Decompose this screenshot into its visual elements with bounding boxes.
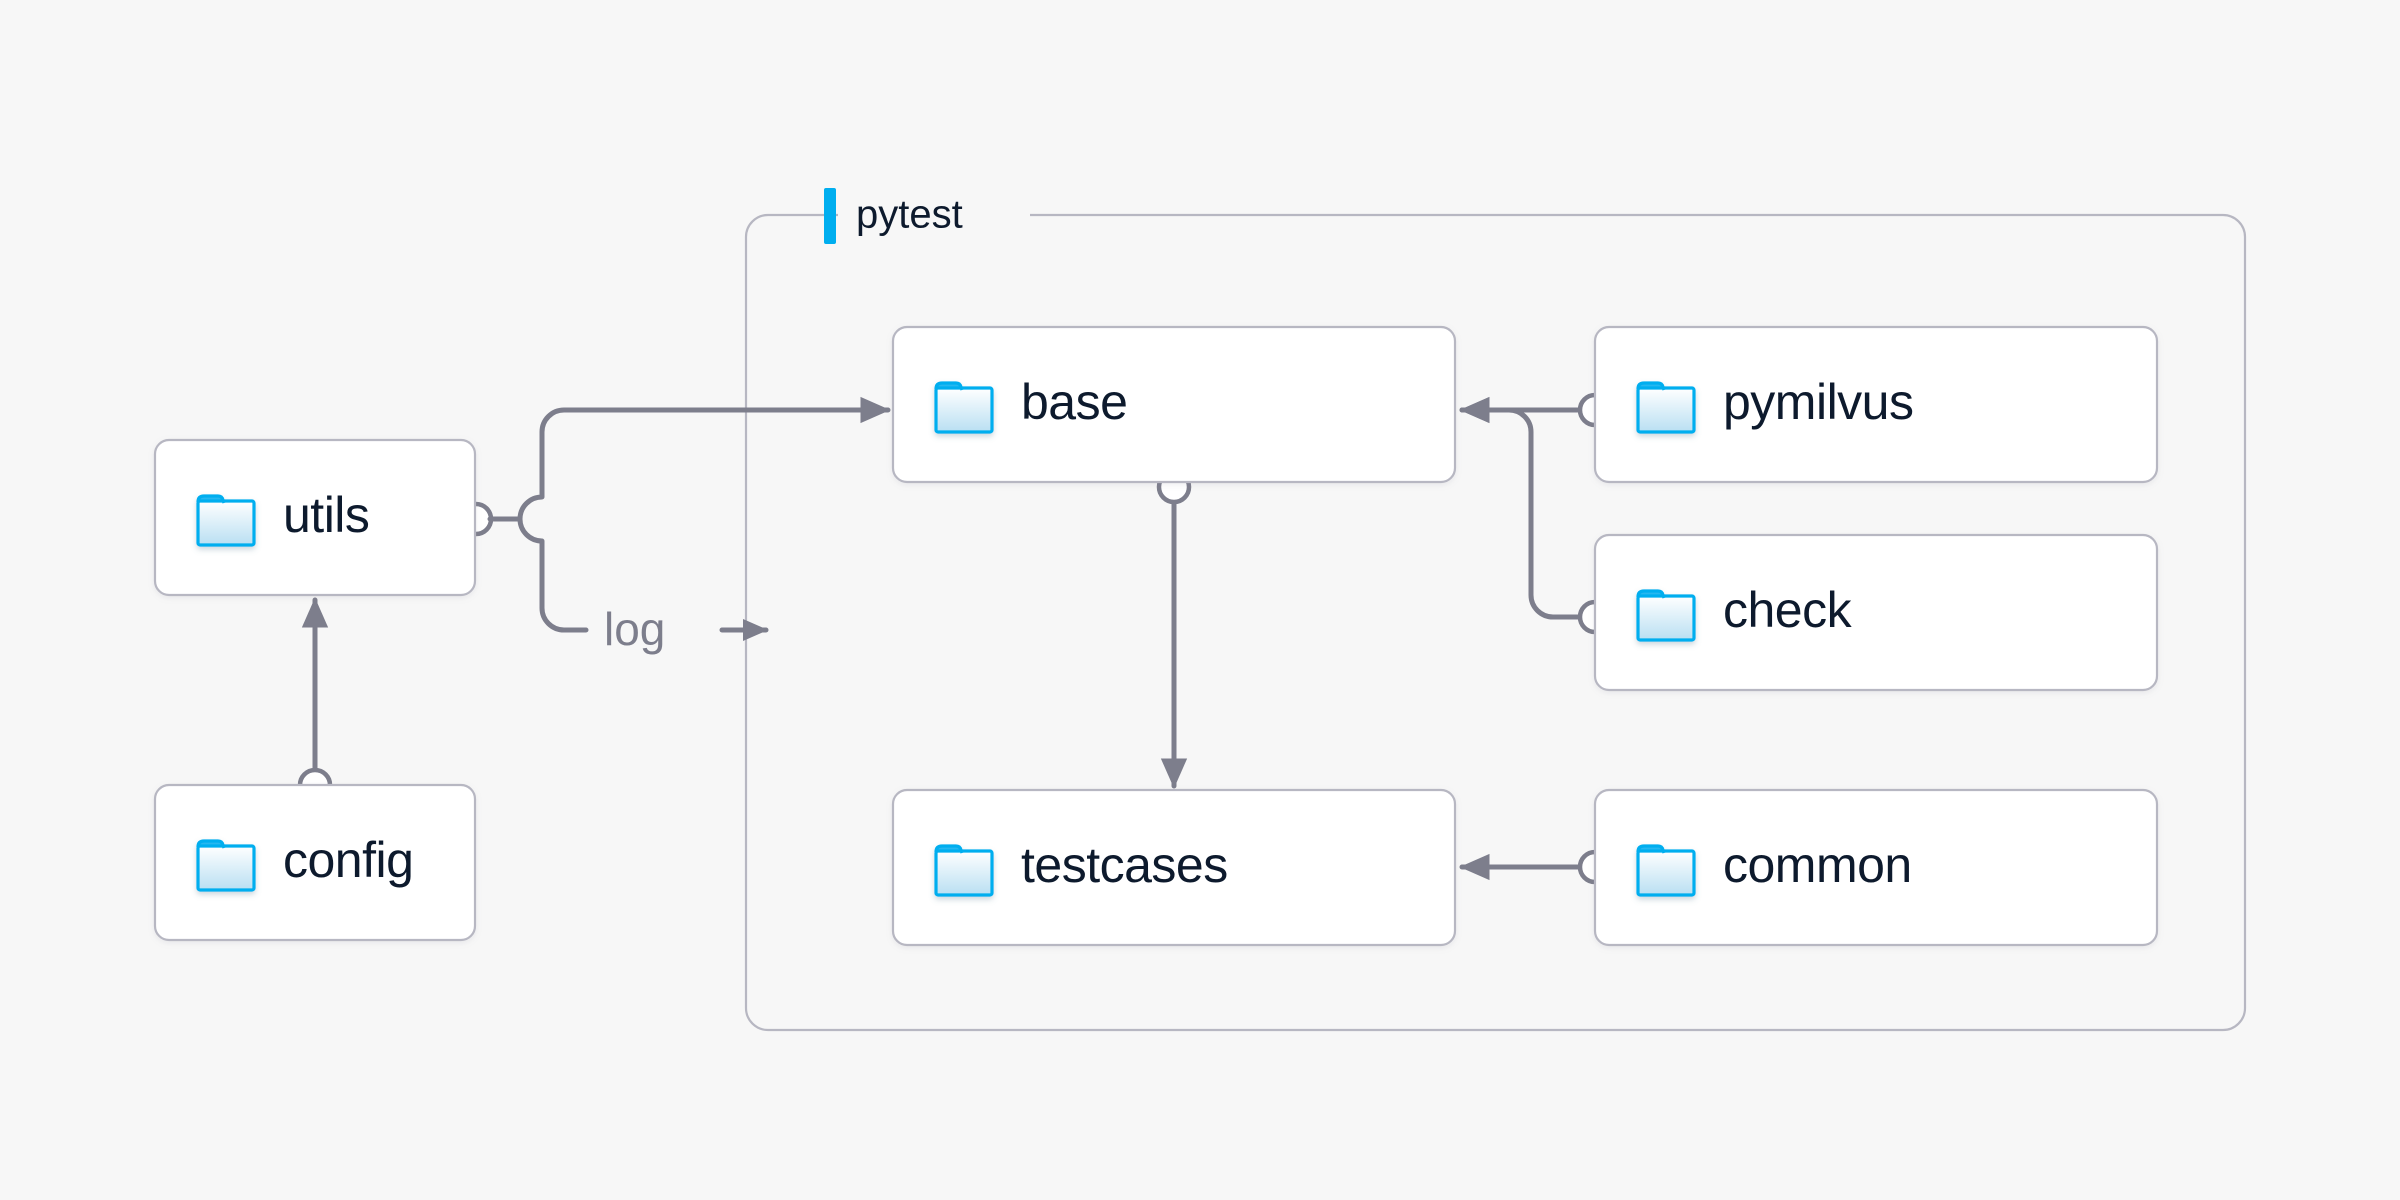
group-pytest-border <box>744 213 2247 1032</box>
folder-icon <box>1636 381 1696 434</box>
node-pymilvus[interactable]: pymilvus <box>1593 325 2159 484</box>
edge-utils-to-base-path <box>487 396 891 522</box>
node-common-box <box>1593 788 2159 947</box>
folder-icon <box>1636 589 1696 642</box>
node-common[interactable]: common <box>1593 788 2159 947</box>
edge-log-label: log <box>604 603 665 655</box>
folder-icon <box>196 839 256 892</box>
folder-icon <box>934 844 994 897</box>
node-testcases[interactable]: testcases <box>891 788 1457 947</box>
node-utils-box <box>153 438 477 597</box>
node-pymilvus-box <box>1593 325 2159 484</box>
edge-utils-log[interactable]: log <box>487 516 769 655</box>
edge-config-to-utils[interactable] <box>297 597 333 803</box>
folder-icon <box>196 494 256 547</box>
edge-common-to-testcases[interactable] <box>1459 849 1613 885</box>
edge-base-to-testcases[interactable] <box>1156 469 1192 789</box>
node-config-box <box>153 783 477 942</box>
edge-utils-to-base[interactable] <box>458 396 891 537</box>
group-pytest-label: pytest <box>856 193 963 237</box>
group-pytest[interactable]: pytest <box>744 188 2247 1032</box>
node-testcases-label: testcases <box>1021 837 1228 893</box>
edge-utils-log-path <box>487 516 589 633</box>
node-check-label: check <box>1723 582 1853 638</box>
node-base-box <box>891 325 1457 484</box>
node-testcases-box <box>891 788 1457 947</box>
folder-icon <box>1636 844 1696 897</box>
node-common-label: common <box>1723 837 1912 893</box>
node-config[interactable]: config <box>153 783 477 942</box>
node-utils[interactable]: utils <box>153 438 477 597</box>
folder-icon <box>934 381 994 434</box>
node-config-label: config <box>283 832 413 888</box>
node-base-label: base <box>1021 374 1127 430</box>
node-utils-label: utils <box>283 487 369 543</box>
edge-check-to-base[interactable] <box>1459 396 1613 635</box>
node-check-box <box>1593 533 2159 692</box>
node-pymilvus-label: pymilvus <box>1723 374 1913 430</box>
edge-check-to-base-path <box>1459 396 1584 620</box>
node-base[interactable]: base <box>891 325 1457 484</box>
node-check[interactable]: check <box>1593 533 2159 692</box>
group-accent-bar <box>824 188 836 244</box>
